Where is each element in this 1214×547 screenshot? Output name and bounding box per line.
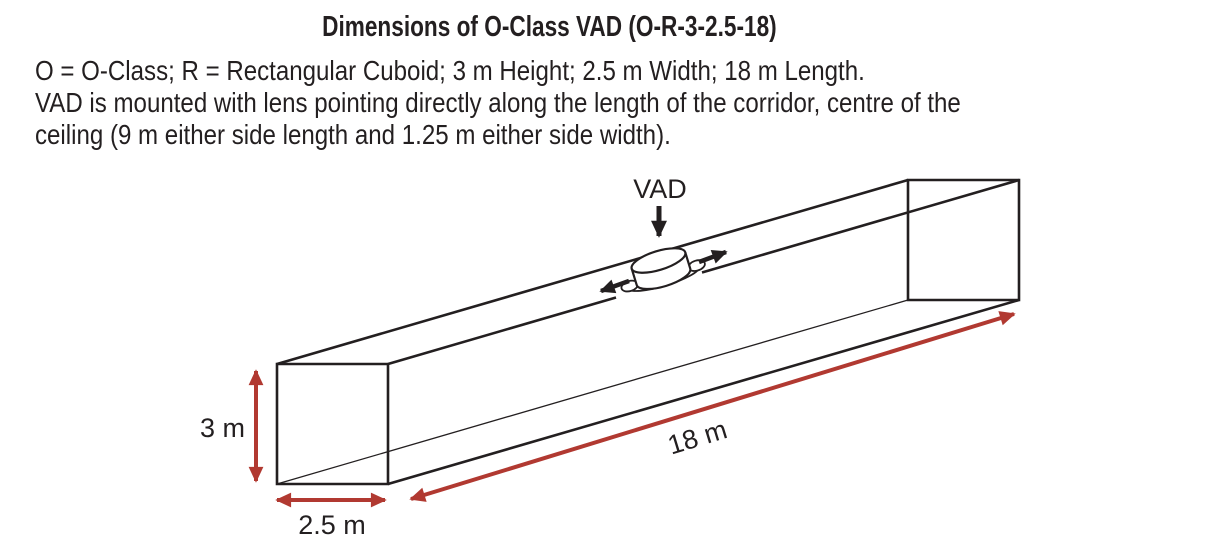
cuboid-top-front-edge-right <box>701 178 1020 274</box>
cuboid-top-front-edge-left <box>387 296 617 366</box>
vad-top-face <box>630 247 687 274</box>
figure-description: O = O-Class; R = Rectangular Cuboid; 3 m… <box>35 55 1195 151</box>
figure-title-row: Dimensions of O-Class VAD (O-R-3-2.5-18) <box>0 11 1098 44</box>
description-line-1: O = O-Class; R = Rectangular Cuboid; 3 m… <box>35 55 865 86</box>
description-line-3: ceiling (9 m either side length and 1.25… <box>35 119 671 150</box>
length-dimension-label: 18 m <box>664 414 730 460</box>
width-dimension: 2.5 m <box>275 492 387 540</box>
width-dimension-label: 2.5 m <box>298 510 366 540</box>
length-dimension-arrow <box>409 311 1016 502</box>
lens-direction-left-arrow <box>599 278 630 294</box>
vad-device <box>620 247 706 293</box>
description-line-2: VAD is mounted with lens pointing direct… <box>35 87 961 118</box>
cuboid-far-end-face <box>906 178 1021 302</box>
cuboid-near-end-face <box>275 362 390 486</box>
cuboid-hidden-bottom-back-edge <box>276 299 909 485</box>
lens-direction-right-arrow <box>698 249 728 265</box>
height-dimension-label: 3 m <box>200 413 245 443</box>
cuboid-bottom-front-edge <box>387 298 1020 486</box>
height-dimension: 3 m <box>200 369 264 483</box>
cuboid-top-back-edge <box>276 178 909 366</box>
figure-title: Dimensions of O-Class VAD (O-R-3-2.5-18) <box>321 11 777 43</box>
corridor-cuboid <box>275 178 1021 486</box>
length-dimension: 18 m <box>409 311 1016 502</box>
vad-label: VAD <box>633 174 687 204</box>
